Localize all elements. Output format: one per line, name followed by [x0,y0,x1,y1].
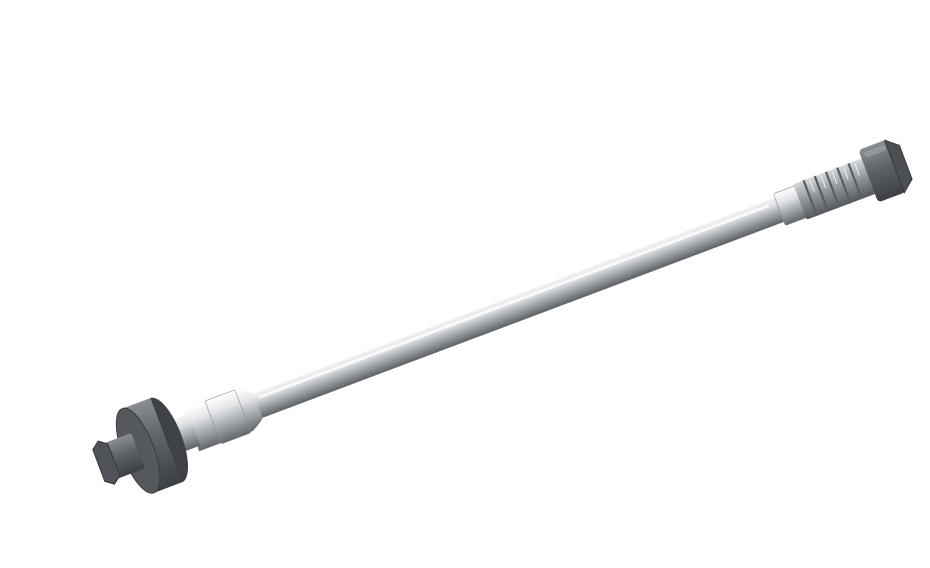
shaft-body [248,197,785,420]
right-thread-section [793,158,876,220]
right-end-face [883,139,913,194]
left-hex-face [92,440,121,485]
thread-highlights [809,162,860,193]
shaft-highlight [258,204,770,399]
right-end-highlight [864,145,886,158]
left-collar-band [205,390,251,444]
thread-grooves [802,163,863,217]
